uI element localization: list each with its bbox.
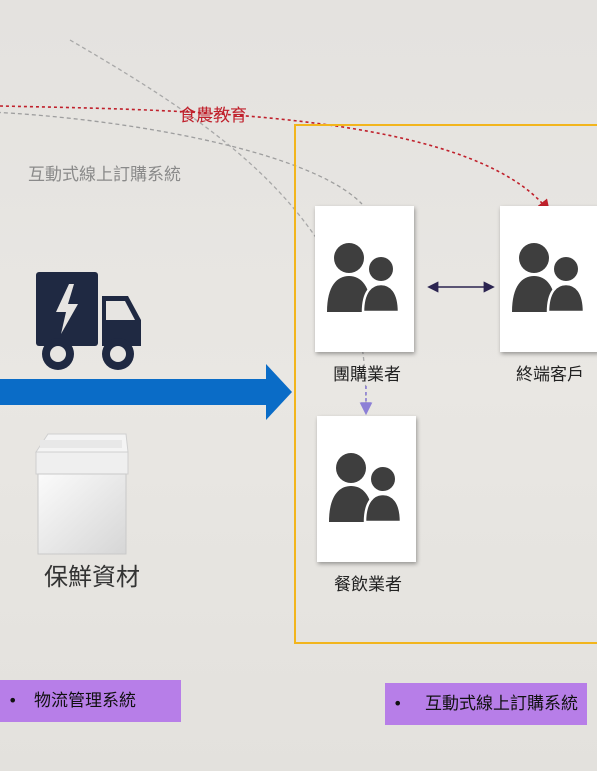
interactive-system-tag: • 互動式線上訂購系統	[385, 683, 587, 725]
logistics-system-tag: • 物流管理系統	[0, 680, 181, 722]
fresh-materials-label: 保鮮資材	[44, 563, 140, 591]
interactive-system-arc	[0, 111, 363, 205]
people-group-icon	[512, 243, 586, 314]
restaurant-operators-label: 餐飲業者	[334, 575, 402, 595]
logistics-system-label: 物流管理系統	[34, 691, 136, 711]
interactive-system-tag-label: 互動式線上訂購系統	[425, 694, 578, 714]
group-buyers-card	[315, 206, 414, 352]
end-customers-card	[500, 206, 597, 352]
tag-bullet: •	[393, 694, 403, 713]
styrofoam-box-icon	[35, 433, 129, 555]
people-group-icon	[327, 243, 401, 314]
customer-group-frame	[294, 124, 597, 644]
electric-truck-icon	[36, 272, 141, 370]
tag-bullet: •	[8, 691, 18, 710]
end-customers-label: 終端客戶	[516, 365, 584, 385]
logistics-flow-arrow	[0, 364, 292, 420]
restaurant-operators-card	[317, 416, 416, 562]
food-education-arrow	[0, 105, 550, 213]
people-group-icon	[329, 453, 403, 524]
interactive-system-label: 互動式線上訂購系統	[28, 165, 181, 185]
group-buyers-label: 團購業者	[333, 365, 401, 385]
food-education-label: 食農教育	[179, 106, 247, 126]
